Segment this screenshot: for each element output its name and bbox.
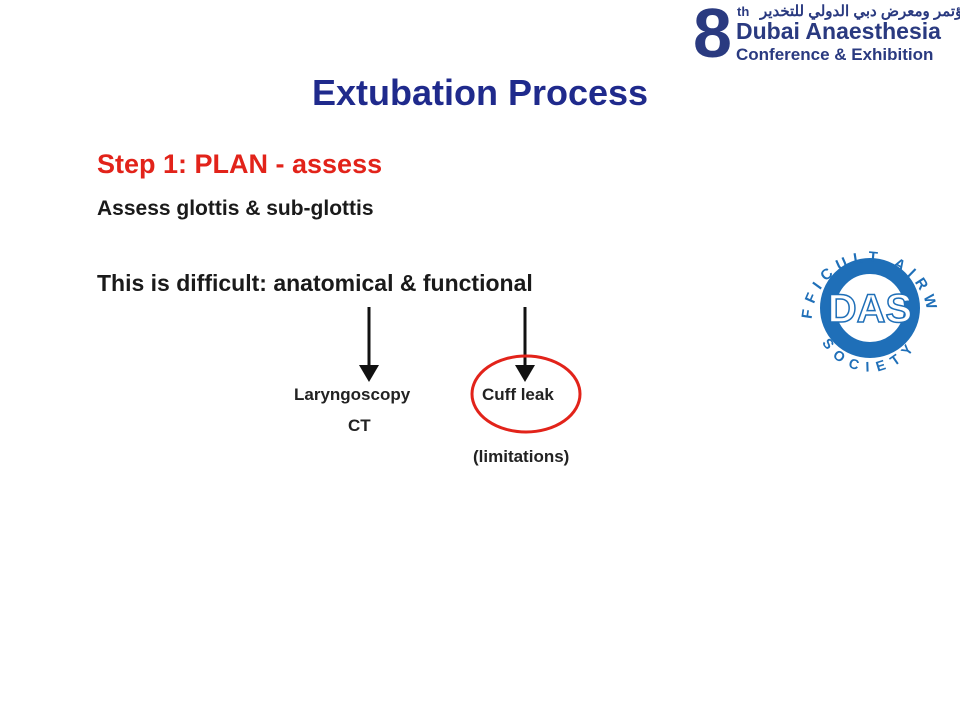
das-logo: DIFFICULT AIRWAY SOCIETY DAS bbox=[790, 228, 935, 375]
slide-title: Extubation Process bbox=[311, 72, 649, 113]
assess-line: Assess glottis & sub-glottis bbox=[97, 197, 374, 220]
edition-ordinal: th bbox=[737, 4, 750, 19]
cuff-leak-label: Cuff leak bbox=[482, 385, 554, 404]
ct-label: CT bbox=[348, 416, 371, 435]
difficulty-line: This is difficult: anatomical & function… bbox=[97, 270, 533, 296]
conference-arabic-name: مؤتمر ومعرض دبي الدولي للتخدير bbox=[760, 3, 960, 20]
conference-name-line-2: Conference & Exhibition bbox=[736, 45, 934, 64]
arrow-anatomical bbox=[359, 307, 379, 382]
arrow-functional bbox=[515, 307, 535, 382]
das-initials: DAS bbox=[828, 287, 912, 331]
conference-name-line-1: Dubai Anaesthesia bbox=[736, 18, 941, 44]
step-heading: Step 1: PLAN - assess bbox=[97, 149, 383, 179]
laryngoscopy-label: Laryngoscopy bbox=[294, 385, 411, 404]
limitations-label: (limitations) bbox=[473, 447, 570, 466]
cuff-leak-highlight-circle bbox=[470, 354, 582, 434]
edition-number: 8 bbox=[693, 0, 732, 72]
